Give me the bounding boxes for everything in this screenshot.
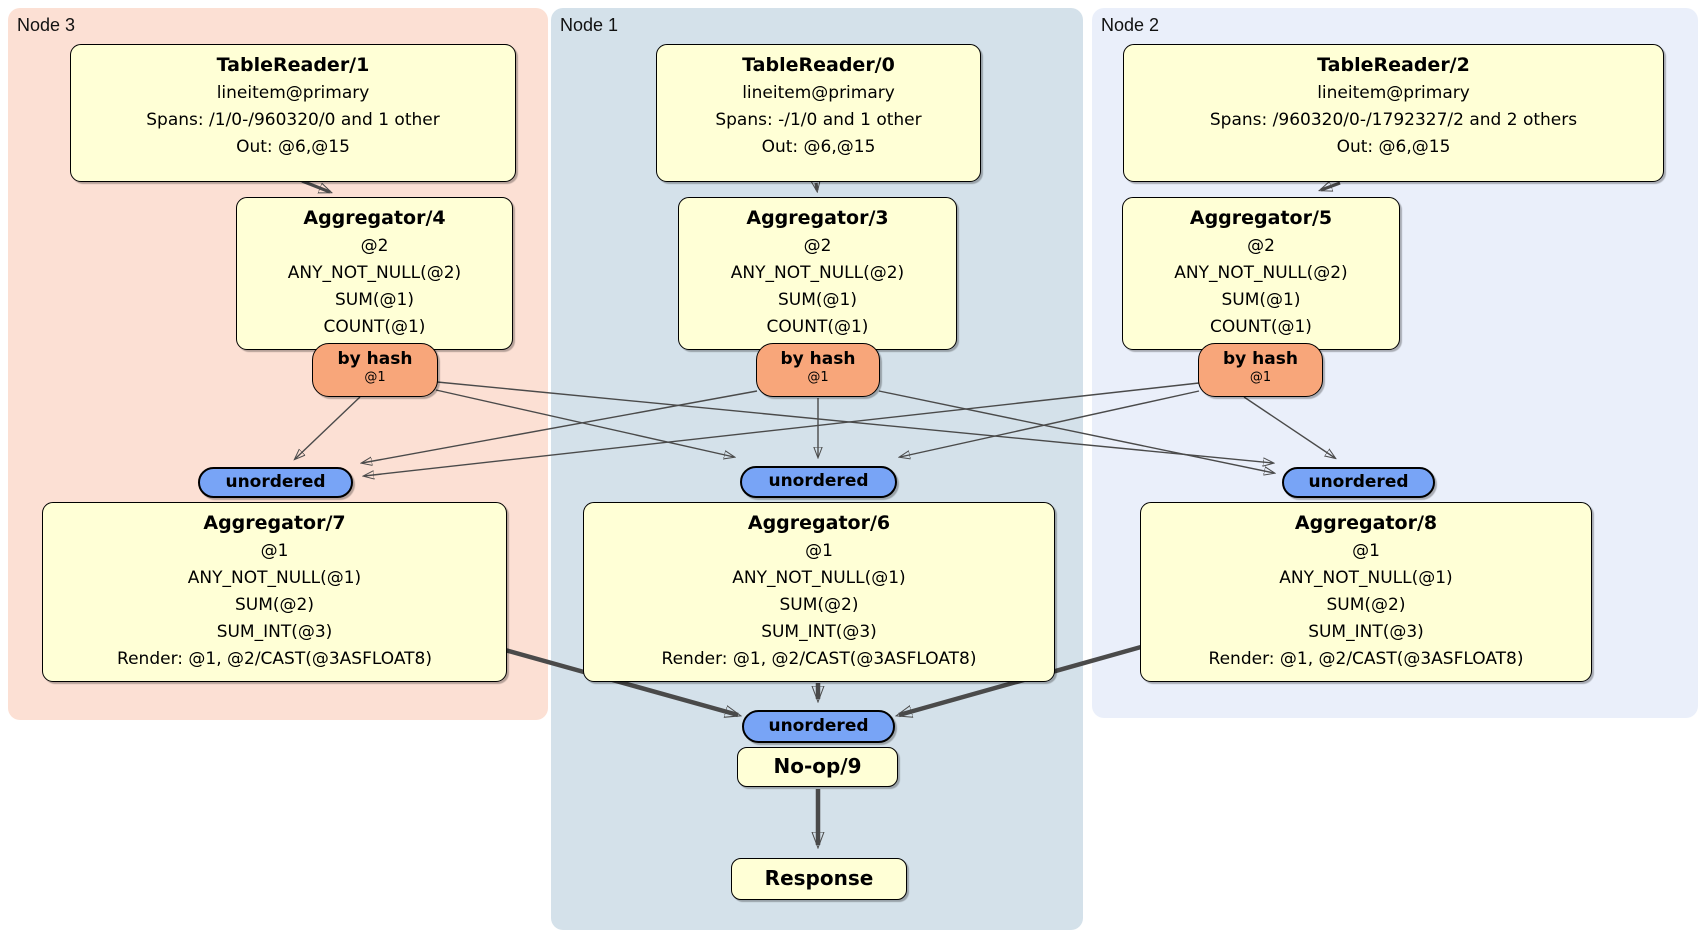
processor-spans: Spans: /1/0-/960320/0 and 1 other: [146, 110, 440, 130]
aggregator-render: Render: @1, @2/CAST(@3ASFLOAT8): [661, 649, 977, 669]
processor-tablereader-2: TableReader/2 lineitem@primary Spans: /9…: [1123, 44, 1664, 182]
edge-router5-to-sync6: [900, 390, 1200, 457]
aggregator-expr: SUM(@1): [778, 290, 857, 310]
router-label: by hash: [337, 349, 413, 369]
aggregator-expr: SUM(@1): [335, 290, 414, 310]
aggregator-group-cols: @1: [1352, 541, 1380, 561]
aggregator-expr: ANY_NOT_NULL(@2): [730, 263, 905, 283]
edge-router3-to-sync7: [362, 390, 758, 463]
processor-aggregator-3: Aggregator/3 @2 ANY_NOT_NULL(@2) SUM(@1)…: [678, 197, 957, 350]
edge-router4-to-sync6: [435, 389, 734, 457]
sync-unordered-final: unordered: [742, 710, 895, 743]
aggregator-expr: ANY_NOT_NULL(@2): [287, 263, 462, 283]
edge-router4-to-sync7: [295, 396, 361, 459]
processor-title: Aggregator/5: [1189, 207, 1333, 229]
edge-router5-to-sync8: [1243, 396, 1335, 458]
router-by-hash-4: by hash @1: [312, 343, 438, 397]
processor-noop-9: No-op/9: [737, 747, 898, 787]
edge-router5-to-sync7: [364, 382, 1200, 476]
edge-router3-to-sync8: [878, 390, 1274, 473]
aggregator-expr: SUM_INT(@3): [1308, 622, 1424, 642]
processor-aggregator-4: Aggregator/4 @2 ANY_NOT_NULL(@2) SUM(@1)…: [236, 197, 513, 350]
aggregator-render: Render: @1, @2/CAST(@3ASFLOAT8): [117, 649, 432, 669]
aggregator-expr: SUM_INT(@3): [761, 622, 877, 642]
aggregator-expr: COUNT(@1): [766, 317, 869, 337]
sync-unordered-8: unordered: [1282, 467, 1435, 498]
node-region-label: Node 2: [1101, 15, 1160, 35]
processor-response: Response: [731, 858, 907, 900]
processor-title: Aggregator/4: [303, 207, 446, 229]
edge-tablereader2-to-aggregator5: [1321, 183, 1341, 190]
processor-title: TableReader/1: [216, 54, 370, 76]
processor-title: TableReader/2: [1317, 54, 1470, 76]
router-label: by hash: [1223, 349, 1298, 369]
aggregator-group-cols: @1: [805, 541, 833, 561]
aggregator-expr: ANY_NOT_NULL(@1): [732, 568, 906, 588]
aggregator-group-cols: @2: [803, 236, 832, 256]
router-by-hash-3: by hash @1: [756, 343, 880, 397]
sync-unordered-6: unordered: [740, 466, 897, 498]
router-by-hash-5: by hash @1: [1198, 343, 1323, 397]
aggregator-group-cols: @2: [1247, 236, 1275, 256]
router-key: @1: [364, 370, 386, 385]
aggregator-expr: ANY_NOT_NULL(@1): [187, 568, 362, 588]
node-region-label: Node 1: [560, 15, 619, 35]
aggregator-expr: ANY_NOT_NULL(@2): [1174, 263, 1348, 283]
aggregator-expr: COUNT(@1): [323, 317, 426, 337]
node-region-label: Node 3: [17, 15, 76, 35]
sync-unordered-7: unordered: [198, 467, 353, 498]
processor-aggregator-8: Aggregator/8 @1 ANY_NOT_NULL(@1) SUM(@2)…: [1140, 502, 1592, 682]
processor-aggregator-6: Aggregator/6 @1 ANY_NOT_NULL(@1) SUM(@2)…: [583, 502, 1055, 682]
router-label: by hash: [780, 349, 856, 369]
processor-out: Out: @6,@15: [1336, 137, 1451, 157]
aggregator-expr: SUM_INT(@3): [216, 622, 333, 642]
processor-title: TableReader/0: [742, 54, 895, 76]
aggregator-expr: ANY_NOT_NULL(@1): [1279, 568, 1453, 588]
processor-index: lineitem@primary: [742, 83, 895, 103]
edge-tablereader1-to-aggregator4: [301, 179, 330, 194]
router-key: @1: [807, 370, 829, 385]
edge-aggregator7-to-sync9: [504, 647, 738, 715]
processor-spans: Spans: /960320/0-/1792327/2 and 2 others: [1209, 110, 1578, 130]
processor-aggregator-7: Aggregator/7 @1 ANY_NOT_NULL(@1) SUM(@2)…: [42, 502, 507, 682]
aggregator-group-cols: @1: [260, 541, 289, 561]
processor-out: Out: @6,@15: [236, 137, 350, 157]
processor-out: Out: @6,@15: [761, 137, 876, 157]
processor-title: Aggregator/8: [1294, 512, 1438, 534]
aggregator-expr: SUM(@2): [1326, 595, 1406, 615]
aggregator-expr: SUM(@2): [779, 595, 859, 615]
edge-tablereader0-to-aggregator3: [816, 183, 817, 190]
aggregator-expr: SUM(@2): [235, 595, 314, 615]
processor-title: Aggregator/6: [747, 512, 891, 534]
processor-tablereader-0: TableReader/0 lineitem@primary Spans: -/…: [656, 44, 981, 182]
processor-index: lineitem@primary: [216, 83, 370, 103]
router-key: @1: [1249, 370, 1272, 385]
processor-tablereader-1: TableReader/1 lineitem@primary Spans: /1…: [70, 44, 516, 182]
processor-title: Aggregator/3: [746, 207, 889, 229]
aggregator-render: Render: @1, @2/CAST(@3ASFLOAT8): [1208, 649, 1524, 669]
processor-spans: Spans: -/1/0 and 1 other: [715, 110, 922, 130]
processor-index: lineitem@primary: [1317, 83, 1470, 103]
aggregator-expr: SUM(@1): [1221, 290, 1301, 310]
processor-aggregator-5: Aggregator/5 @2 ANY_NOT_NULL(@2) SUM(@1)…: [1122, 197, 1400, 350]
aggregator-expr: COUNT(@1): [1210, 317, 1312, 337]
aggregator-group-cols: @2: [360, 236, 389, 256]
edge-router4-to-sync8: [436, 381, 1273, 463]
processor-title: Aggregator/7: [203, 512, 346, 534]
